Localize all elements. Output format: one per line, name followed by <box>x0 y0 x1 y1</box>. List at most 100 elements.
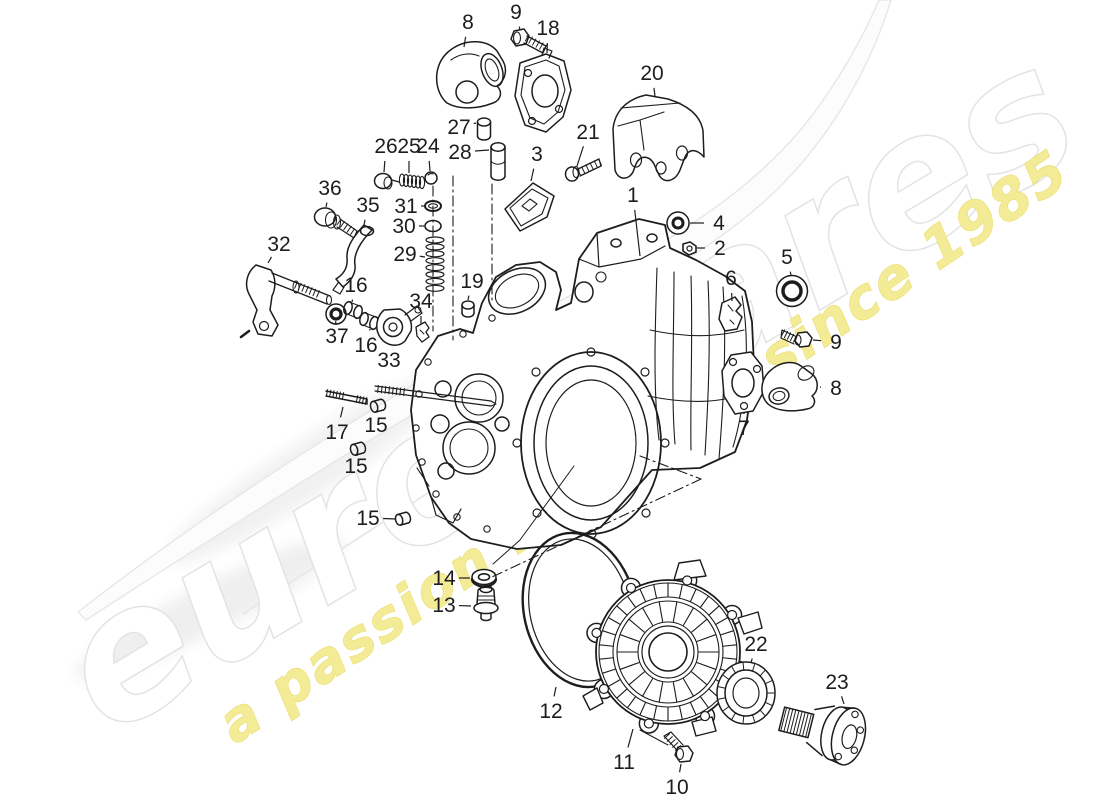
part-callout-28: 28 <box>448 141 490 164</box>
svg-text:32: 32 <box>267 233 290 256</box>
part-callout-31: 31 <box>394 195 424 218</box>
part-5-seal-ring <box>775 274 809 308</box>
part-29-spring <box>425 236 445 292</box>
part-callout-10: 10 <box>665 763 689 799</box>
part-22-shaft-seal-large <box>716 661 776 725</box>
part-callout-35: 35 <box>356 194 380 226</box>
svg-text:15: 15 <box>344 455 367 478</box>
part-callout-22: 22 <box>744 633 768 664</box>
part-7-guide-flange <box>721 351 765 415</box>
part-callout-16: 16 <box>344 274 368 303</box>
part-callout-34: 34 <box>409 290 433 324</box>
svg-text:10: 10 <box>665 776 688 799</box>
part-callout-2: 2 <box>697 237 726 260</box>
svg-text:34: 34 <box>409 290 433 313</box>
svg-text:23: 23 <box>825 671 848 694</box>
part-37-shaft-seal <box>325 303 347 325</box>
part-callout-21: 21 <box>576 121 600 167</box>
part-6-clip <box>718 296 743 332</box>
part-callout-9: 9 <box>812 331 842 354</box>
part-28-sleeve <box>490 142 506 181</box>
svg-text:16: 16 <box>344 274 367 297</box>
part-16-bushing-lower <box>359 311 379 331</box>
part-callout-4: 4 <box>690 212 725 235</box>
part-24-detent-ball <box>424 171 438 185</box>
svg-text:18: 18 <box>536 17 559 40</box>
svg-text:31: 31 <box>394 195 417 218</box>
part-callout-27: 27 <box>447 116 477 139</box>
part-18-bracket-plate <box>514 47 572 133</box>
part-34-clip <box>415 321 430 343</box>
part-callout-23: 23 <box>825 671 849 705</box>
svg-text:17: 17 <box>325 421 348 444</box>
svg-text:11: 11 <box>613 751 635 774</box>
svg-text:30: 30 <box>392 215 415 238</box>
svg-text:8: 8 <box>830 377 842 400</box>
part-callout-18: 18 <box>536 17 560 54</box>
part-25-detent-spring <box>398 173 426 190</box>
part-15-plug-c <box>394 511 412 526</box>
svg-text:12: 12 <box>539 700 562 723</box>
part-callout-9: 9 <box>510 1 522 31</box>
part-callout-19: 19 <box>460 270 484 301</box>
assembly-axis-lines <box>432 175 702 578</box>
svg-text:33: 33 <box>377 349 400 372</box>
svg-text:26: 26 <box>374 135 397 158</box>
part-35-shift-lever <box>332 224 375 295</box>
part-callout-33: 33 <box>377 345 401 372</box>
part-20-mount-bracket <box>612 94 705 182</box>
part-callout-36: 36 <box>318 177 342 208</box>
part-callout-30: 30 <box>392 215 424 238</box>
part-callout-16: 16 <box>354 328 378 357</box>
part-callout-12: 12 <box>539 686 563 723</box>
part-callout-32: 32 <box>267 233 291 264</box>
part-callout-3: 3 <box>530 143 543 182</box>
svg-text:37: 37 <box>325 325 348 348</box>
part-callout-13: 13 <box>432 594 472 617</box>
part-callout-8: 8 <box>819 377 842 400</box>
part-callout-15: 15 <box>344 451 368 478</box>
svg-text:36: 36 <box>318 177 341 200</box>
part-3-plate <box>504 182 555 232</box>
part-11-transmission-cover <box>582 559 763 746</box>
svg-text:3: 3 <box>531 143 543 166</box>
part-16-bushing-upper <box>343 300 363 320</box>
part-13-drain-plug <box>473 584 499 622</box>
svg-text:15: 15 <box>356 507 379 530</box>
svg-text:28: 28 <box>448 141 471 164</box>
part-8-breather-hose-top <box>435 41 507 109</box>
svg-text:29: 29 <box>393 243 416 266</box>
part-callout-25: 25 <box>397 135 421 173</box>
part-callout-29: 29 <box>393 243 426 266</box>
part-23-output-flange <box>778 705 867 766</box>
svg-text:27: 27 <box>447 116 470 139</box>
part-32-selector-shaft <box>239 264 333 339</box>
part-callout-20: 20 <box>640 62 664 97</box>
part-callout-26: 26 <box>374 135 398 173</box>
part-callout-15: 15 <box>364 409 388 437</box>
svg-text:25: 25 <box>397 135 420 158</box>
part-2-nut <box>682 241 697 256</box>
svg-text:14: 14 <box>432 567 456 590</box>
part-27-pin <box>476 117 492 141</box>
svg-text:15: 15 <box>364 414 387 437</box>
svg-text:13: 13 <box>432 594 455 617</box>
part-36-bolt <box>313 207 358 239</box>
part-19-plug <box>461 300 475 318</box>
part-callout-7: 7 <box>738 413 750 440</box>
part-14-sealing-washer <box>470 568 498 588</box>
svg-text:19: 19 <box>460 270 483 293</box>
svg-text:35: 35 <box>356 194 379 217</box>
parts-drawing <box>239 28 867 766</box>
part-10-bolt-cover <box>663 731 694 763</box>
svg-text:8: 8 <box>462 11 474 34</box>
svg-text:21: 21 <box>576 121 599 144</box>
part-callout-37: 37 <box>325 321 349 348</box>
part-callout-8: 8 <box>462 11 474 48</box>
svg-text:1: 1 <box>627 184 639 207</box>
svg-text:2: 2 <box>714 237 726 260</box>
part-8-breather-hose-right <box>761 361 818 412</box>
